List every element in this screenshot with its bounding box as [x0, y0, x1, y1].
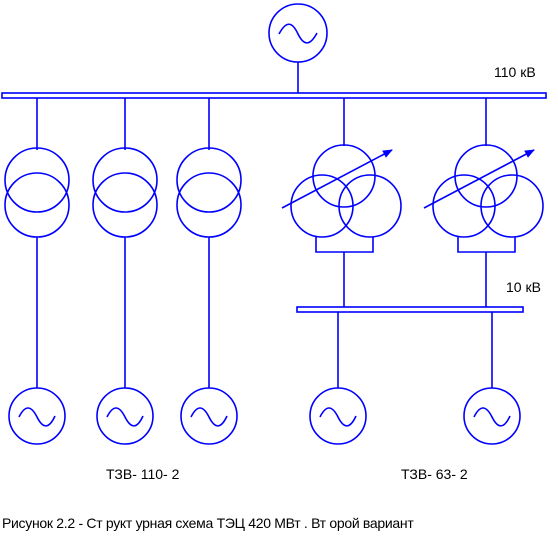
generator-icon — [96, 387, 154, 445]
generator-icon — [8, 387, 66, 445]
bus-110kv — [1, 92, 547, 99]
bus-10kv — [296, 306, 524, 313]
bus-10kv-label: 10 кВ — [506, 279, 541, 295]
generator-group-label-right: ТЗВ- 63- 2 — [401, 466, 468, 482]
two-winding-transformer-icon — [176, 147, 242, 238]
two-winding-transformer-icon — [4, 147, 70, 238]
regulated-split-transformer-icon — [281, 144, 402, 253]
bus-110kv-label: 110 кВ — [494, 64, 536, 80]
figure-caption: Рисунок 2.2 - Ст рукт урная схема ТЭЦ 42… — [2, 515, 414, 531]
system-source — [268, 3, 328, 93]
two-winding-transformer-icon — [92, 147, 158, 238]
generator-icon — [309, 387, 367, 445]
generator-icon — [180, 387, 238, 445]
regulated-split-transformer-icon — [423, 144, 544, 253]
generator-icon — [463, 387, 521, 445]
generator-group-label-left: ТЗВ- 110- 2 — [106, 466, 180, 482]
